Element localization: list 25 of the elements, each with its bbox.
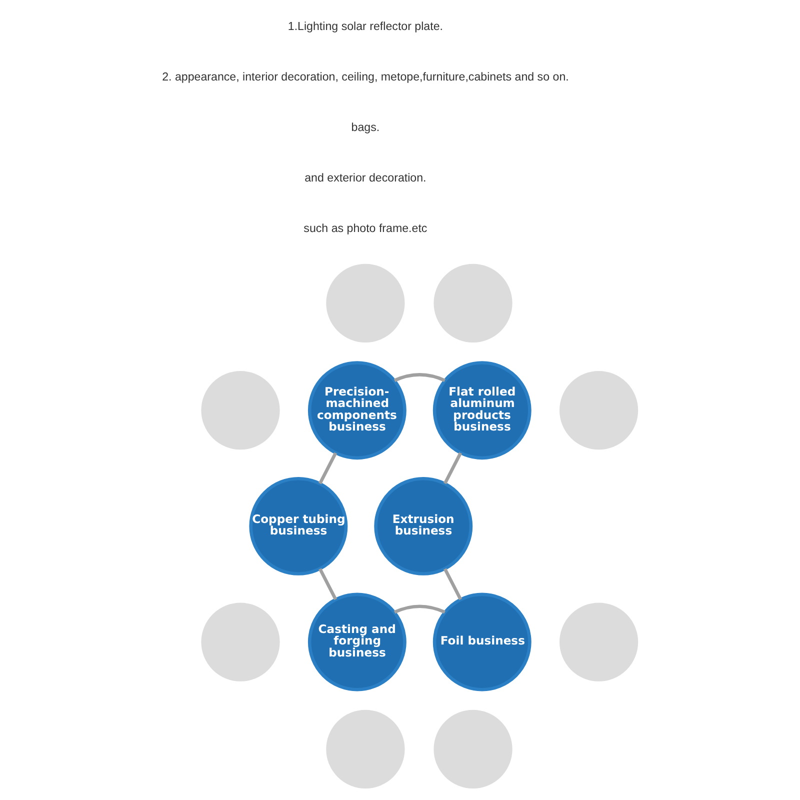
node-circle <box>326 264 405 342</box>
node-circle: Flat rolled aluminum products business <box>432 361 532 460</box>
connector <box>318 452 338 484</box>
connector <box>443 568 462 600</box>
node-circle <box>434 710 512 788</box>
node-circle <box>201 602 280 682</box>
label: such as photo frame.etc <box>304 222 428 235</box>
node-circle <box>201 371 280 450</box>
node-circle: Foil business <box>432 592 532 692</box>
connector <box>318 568 338 600</box>
connector <box>443 452 462 484</box>
connector <box>394 373 446 382</box>
node-circle: Extrusion business <box>374 476 473 576</box>
node-circle <box>560 602 638 682</box>
label: bags. <box>351 122 380 134</box>
node-circle <box>434 264 512 342</box>
node-circle <box>560 371 638 450</box>
connector <box>394 604 446 614</box>
label: 2. appearance, interior decoration, ceiling, metope,furniture,cabinets and so on. <box>162 71 569 84</box>
node-circle <box>326 710 405 788</box>
label: and exterior decoration. <box>304 172 426 184</box>
node-circle: Precision- machined components business <box>308 361 406 460</box>
node-circle: Copper tubing business <box>249 476 348 576</box>
node-circle: Casting and forging business <box>308 592 406 692</box>
label: 1.Lighting solar reflector plate. <box>288 20 444 33</box>
